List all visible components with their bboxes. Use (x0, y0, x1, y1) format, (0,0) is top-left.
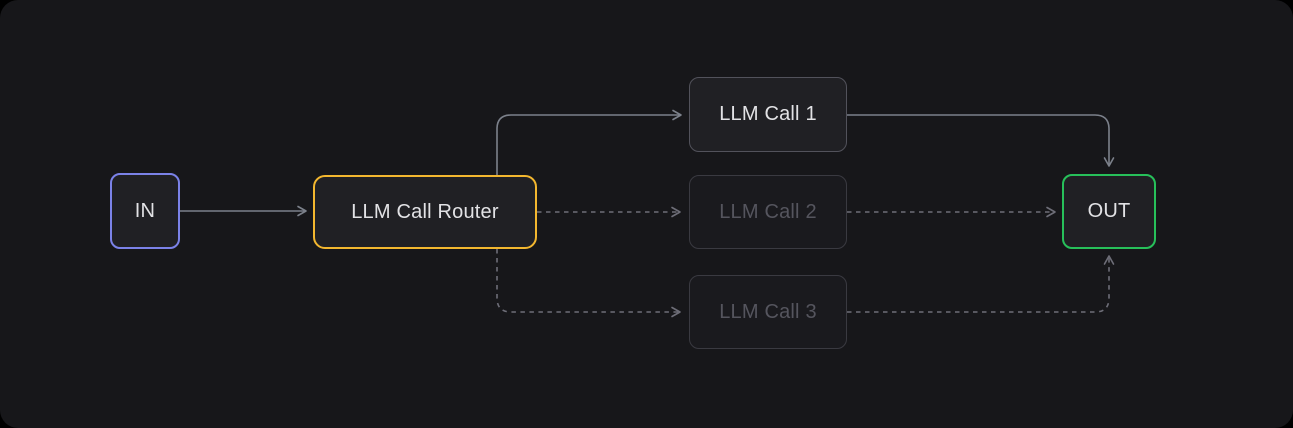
node-out-label: OUT (1087, 200, 1131, 222)
node-call2-label: LLM Call 2 (719, 200, 817, 223)
node-in: IN (110, 173, 180, 249)
edge-call3-out (847, 255, 1115, 313)
node-in-label: IN (134, 199, 156, 222)
edge-router-call1 (496, 109, 682, 175)
edge-router-call3 (496, 249, 681, 318)
node-llm-call-3: LLM Call 3 (689, 275, 847, 349)
node-llm-call-2: LLM Call 2 (689, 175, 847, 249)
node-llm-call-router: LLM Call Router (313, 175, 537, 249)
node-out: OUT (1062, 174, 1156, 249)
node-call1-label: LLM Call 1 (719, 103, 817, 125)
node-llm-call-1: LLM Call 1 (689, 77, 847, 152)
node-router-label: LLM Call Router (351, 200, 499, 223)
node-call3-label: LLM Call 3 (719, 300, 817, 323)
edge-call1-out (847, 114, 1115, 167)
